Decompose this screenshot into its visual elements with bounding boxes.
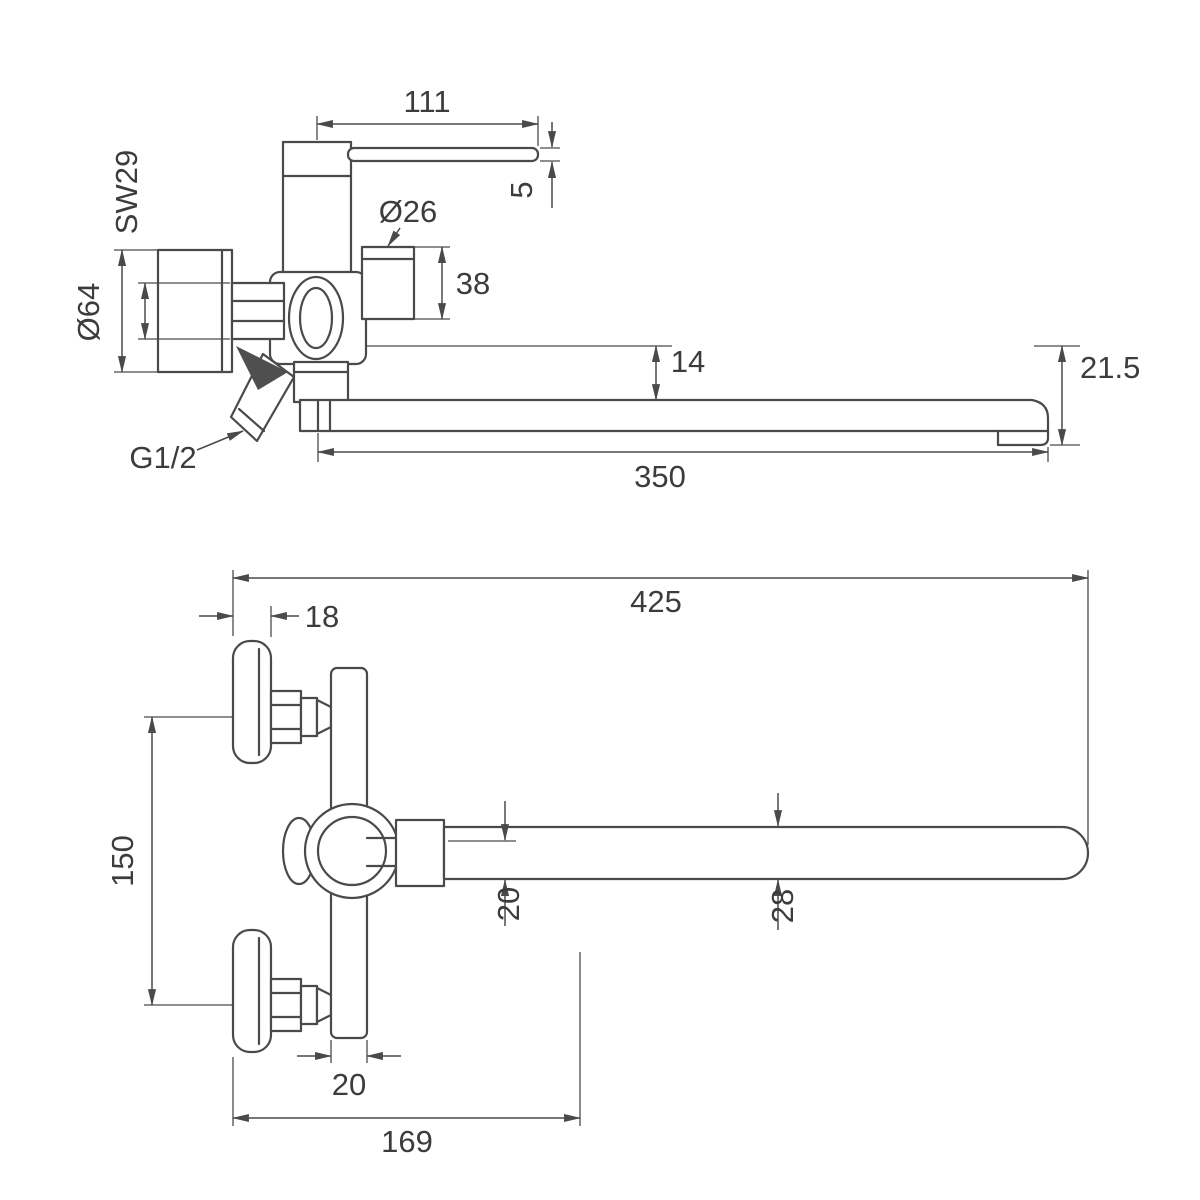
spout-collar — [394, 818, 446, 888]
dim-handle-thickness: 5 — [504, 122, 560, 208]
spout-side-outline — [298, 398, 1050, 447]
dim-shower-outlet-thread: G1/2 — [129, 430, 244, 475]
dim-label-handle-length: 111 — [403, 84, 450, 119]
dim-overall-length: 425 — [231, 570, 1090, 845]
dim-label-spout-body-height: 28 — [765, 889, 800, 923]
dim-spout-body-height: 28 — [765, 793, 800, 930]
dim-label-spout-bore-height: 20 — [491, 887, 526, 921]
diverter-knob — [360, 245, 416, 321]
dim-spout-bore-height: 20 — [448, 801, 526, 926]
dim-spout-top-offset: 14 — [366, 344, 705, 402]
hex-nut-bottom — [269, 977, 303, 1033]
lever-handle — [346, 146, 540, 163]
dim-label-spout-reach: 350 — [634, 459, 686, 494]
body-upper — [281, 140, 353, 276]
dim-label-handle-thickness: 5 — [504, 181, 539, 198]
dim-label-connection-centres: 150 — [105, 835, 140, 887]
dim-spout-reach: 350 — [316, 433, 1050, 494]
shower-outlet-shadow — [236, 346, 288, 390]
hex-nut-top — [269, 689, 303, 745]
wall-escutcheon-bottom — [231, 928, 273, 1054]
dim-label-escutcheon-diameter: Ø64 — [71, 283, 106, 342]
handle-cap-inner — [316, 815, 388, 887]
dim-diverter-diameter: Ø26 — [379, 194, 438, 247]
dim-label-body-width: 20 — [332, 1067, 366, 1102]
dim-label-wall-projection: 169 — [381, 1124, 433, 1159]
dim-diverter-length: 38 — [414, 245, 490, 321]
dim-label-shower-outlet-thread: G1/2 — [129, 440, 196, 475]
hex-nut-side — [230, 281, 286, 341]
dim-label-diverter-diameter: Ø26 — [379, 194, 438, 229]
spout-joint — [292, 360, 350, 404]
dim-label-overall-length: 425 — [630, 584, 682, 619]
front-view: 425 18 150 20 28 — [105, 570, 1090, 1159]
wall-escutcheon-top — [231, 639, 273, 765]
dim-label-spout-end-height: 21.5 — [1080, 350, 1140, 385]
front-view-outline — [231, 639, 1090, 1054]
dim-connection-centres: 150 — [105, 715, 233, 1007]
side-view-outline — [156, 140, 1050, 447]
dim-escutcheon-diameter: Ø64 — [71, 248, 158, 374]
dim-label-nut-wrench-size: SW29 — [109, 150, 144, 234]
dim-nut-wrench-size: SW29 — [109, 150, 230, 341]
dim-label-escutcheon-depth: 18 — [305, 599, 339, 634]
dim-wall-projection: 169 — [231, 952, 582, 1159]
spout-front-outline — [442, 825, 1090, 881]
dim-escutcheon-depth: 18 — [199, 599, 339, 637]
dim-label-diverter-length: 38 — [456, 266, 490, 301]
dim-label-spout-top-offset: 14 — [671, 344, 705, 379]
dim-body-width: 20 — [297, 1040, 401, 1102]
dim-spout-end-height: 21.5 — [1034, 344, 1140, 447]
side-view: 111 5 Ø26 38 SW29 — [71, 84, 1140, 494]
dim-handle-length: 111 — [315, 84, 540, 146]
